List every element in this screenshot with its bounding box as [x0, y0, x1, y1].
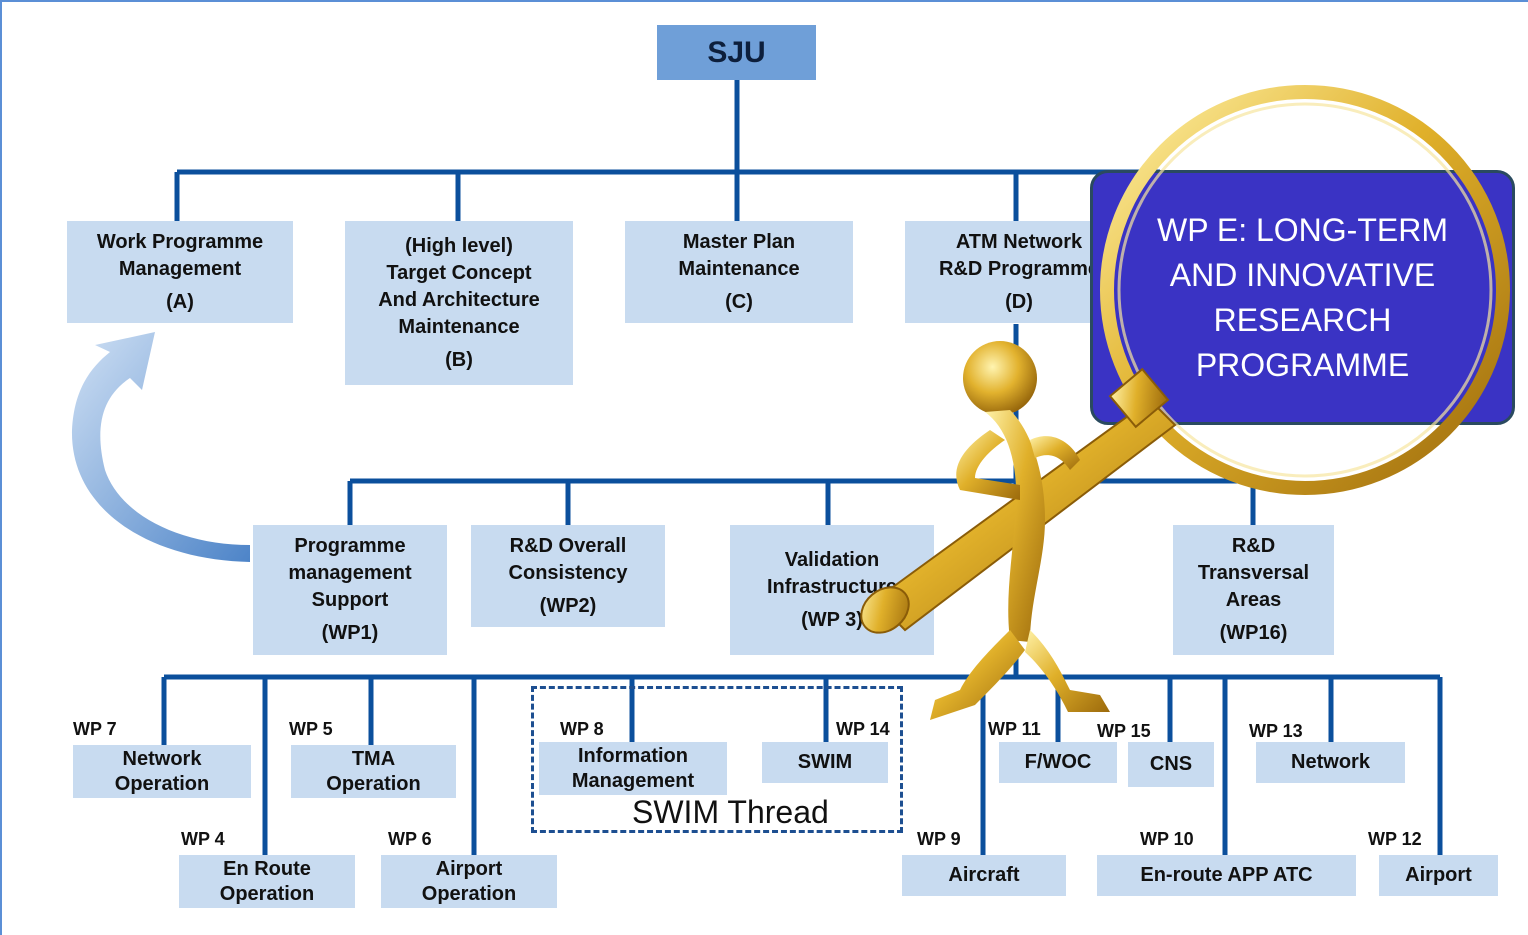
node-line: R&D Programme [938, 257, 1100, 280]
wp-label: WP 10 [1140, 829, 1194, 849]
node-wp4: En Route Operation [179, 855, 355, 908]
node-code: (B) [445, 348, 473, 371]
node-line: Transversal [1197, 562, 1310, 584]
node-wp16: R&D Transversal Areas (WP16) [1173, 525, 1334, 655]
wp-label: WP 13 [1249, 721, 1303, 741]
wp-label: WP 11 [988, 719, 1041, 739]
node-line: SWIM [797, 751, 853, 773]
node-line: Support [311, 589, 389, 611]
node-wp5: TMA Operation [291, 745, 456, 798]
node-line: Maintenance [678, 257, 800, 280]
node-code: (WP1) [321, 622, 379, 644]
node-wp6: Airport Operation [381, 855, 557, 908]
callout-line: RESEARCH [1213, 302, 1392, 338]
node-wp1: Programme management Support (WP1) [253, 525, 447, 655]
node-wp3: Validation Infrastructure (WP 3) [730, 525, 934, 655]
node-line: TMA [351, 747, 396, 770]
node-line: Target Concept [386, 261, 532, 284]
wp-label: WP 5 [289, 719, 333, 739]
callout-line: AND INNOVATIVE [1169, 257, 1436, 293]
node-line: And Architecture [378, 288, 540, 311]
node-line: F/WOC [1024, 751, 1092, 773]
node-line: Master Plan [682, 230, 796, 253]
node-wp2: R&D Overall Consistency (WP2) [471, 525, 665, 627]
swim-thread-box [531, 686, 903, 833]
node-line: ATM Network [955, 230, 1083, 253]
node-line: Network [1291, 751, 1370, 773]
node-line: R&D [1231, 535, 1276, 557]
node-line: Management [571, 769, 695, 792]
node-code: (C) [725, 290, 753, 313]
frame-border-top [0, 0, 1528, 2]
node-target-concept: (High level) Target Concept And Architec… [345, 221, 573, 385]
node-code: (WP 3) [801, 608, 863, 631]
node-line: Work Programme [96, 230, 264, 253]
node-line: Operation [421, 882, 517, 905]
wp-label: WP 15 [1097, 721, 1151, 741]
wp-label: WP 7 [73, 719, 117, 739]
callout-line: PROGRAMME [1195, 347, 1410, 383]
node-wp9: Aircraft [902, 855, 1066, 896]
node-line: Network [122, 747, 202, 770]
wp-label: WP 4 [181, 829, 225, 849]
wpe-callout-text: WP E: LONG-TERM AND INNOVATIVE RESEARCH … [1110, 208, 1495, 388]
swim-thread-label: SWIM Thread [632, 794, 829, 830]
node-wp7: Network Operation [73, 745, 251, 798]
node-wp10: En-route APP ATC [1097, 855, 1356, 896]
node-line: Airport [1405, 864, 1472, 886]
node-code: (WP2) [539, 594, 597, 617]
node-code: (WP16) [1219, 622, 1288, 644]
node-wp8: Information Management [539, 742, 727, 795]
node-line: Operation [219, 882, 315, 905]
node-line: Information [578, 744, 688, 767]
node-line: Operation [114, 772, 210, 795]
node-master-plan-maintenance: Master Plan Maintenance (C) [625, 221, 853, 323]
node-line: CNS [1149, 753, 1193, 775]
wp-label: WP 12 [1368, 829, 1422, 849]
node-line: Aircraft [948, 864, 1020, 886]
node-code: (A) [166, 290, 194, 313]
node-line: (High level) [405, 234, 513, 257]
callout-line: WP E: LONG-TERM [1157, 212, 1448, 248]
node-line: Programme [294, 535, 406, 557]
node-line: R&D Overall [509, 534, 627, 557]
root-node: SJU [657, 25, 816, 80]
node-line: Maintenance [398, 315, 520, 338]
node-line: Areas [1225, 589, 1282, 611]
node-wp11: F/WOC [999, 742, 1117, 783]
node-line: Operation [326, 772, 421, 795]
wp-label: WP 6 [388, 829, 432, 849]
node-wp14: SWIM [762, 742, 888, 783]
node-line: Infrastructure [766, 575, 898, 598]
wp-label: WP 14 [836, 719, 890, 739]
wp-label: WP 9 [917, 829, 961, 849]
node-line: Consistency [508, 561, 628, 584]
node-line: En-route APP ATC [1140, 864, 1313, 886]
node-line: Airport [435, 857, 503, 880]
frame-border-left [0, 0, 2, 935]
node-line: Validation [784, 548, 880, 571]
node-code: (D) [1005, 290, 1033, 313]
node-line: management [288, 562, 412, 584]
node-wp12: Airport [1379, 855, 1498, 896]
wp-label: WP 8 [560, 719, 604, 739]
node-work-programme-management: Work Programme Management (A) [67, 221, 293, 323]
node-wp15: CNS [1128, 742, 1214, 787]
node-line: En Route [223, 857, 311, 880]
node-wp13: Network [1256, 742, 1405, 783]
node-line: Management [118, 257, 242, 280]
